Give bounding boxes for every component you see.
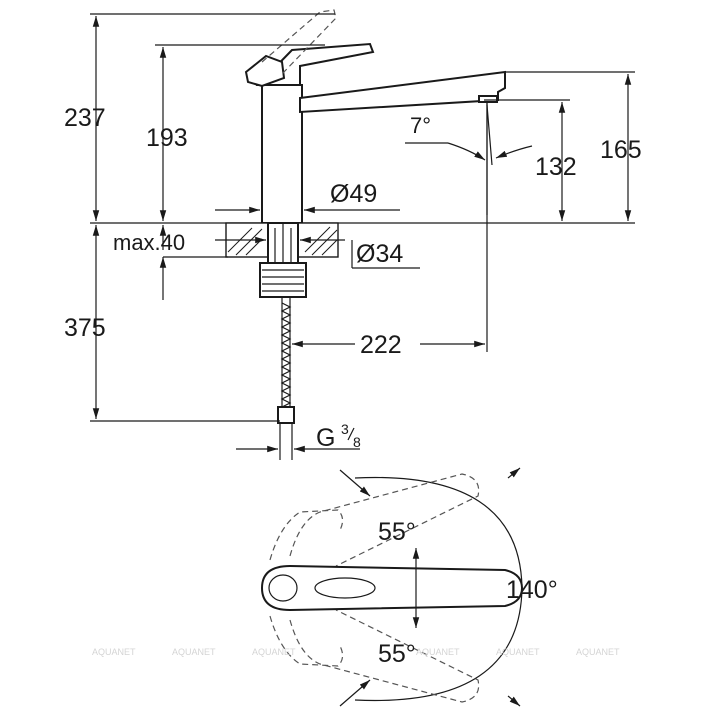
dim-swivel-down: 55° <box>378 640 416 668</box>
lever-lower-position <box>289 609 480 703</box>
dim-outlet-height: 132 <box>535 153 577 181</box>
dim-thread: G 3 8 <box>316 421 361 452</box>
lever-pivot <box>244 54 286 88</box>
dim-hole-diameter: Ø34 <box>356 240 403 268</box>
faucet-side-view <box>244 9 506 224</box>
dim-swivel-up: 55° <box>378 518 416 546</box>
dim-base-diameter: Ø49 <box>330 180 377 208</box>
dim-max-thickness: max.40 <box>113 230 185 255</box>
watermark: AQUANET <box>496 647 540 657</box>
dimension-arrows <box>92 15 632 453</box>
lever-handle <box>255 42 375 86</box>
thread-prefix: G <box>316 424 335 452</box>
faucet-spout <box>299 70 506 114</box>
watermark: AQUANET <box>252 647 296 657</box>
dim-body-height: 193 <box>146 124 188 152</box>
dim-spout-height: 165 <box>600 136 642 164</box>
lever-handle-alt-position <box>261 9 337 75</box>
watermark: AQUANET <box>92 647 136 657</box>
dim-reach: 222 <box>360 331 402 359</box>
fixing-nut <box>259 262 307 298</box>
thread-numerator: 3 <box>341 421 349 437</box>
extension-lines <box>90 13 635 422</box>
watermark: AQUANET <box>576 647 620 657</box>
watermark: AQUANET <box>172 647 216 657</box>
faucet-top-view <box>260 467 524 707</box>
lever-center-position <box>260 564 524 612</box>
faucet-body <box>261 84 303 224</box>
watermark: AQUANET <box>416 647 460 657</box>
watermark-strip: AQUANET AQUANET AQUANET AQUANET AQUANET … <box>92 647 620 657</box>
supply-hose <box>277 297 295 460</box>
dim-total-height: 237 <box>64 104 106 132</box>
dim-hose-length: 375 <box>64 314 106 342</box>
spout-outlet <box>478 95 498 103</box>
dim-spout-angle: 7° <box>410 113 431 138</box>
lever-upper-position <box>289 473 480 567</box>
thread-denominator: 8 <box>353 434 361 450</box>
dim-swivel-total: 140° <box>506 576 558 604</box>
